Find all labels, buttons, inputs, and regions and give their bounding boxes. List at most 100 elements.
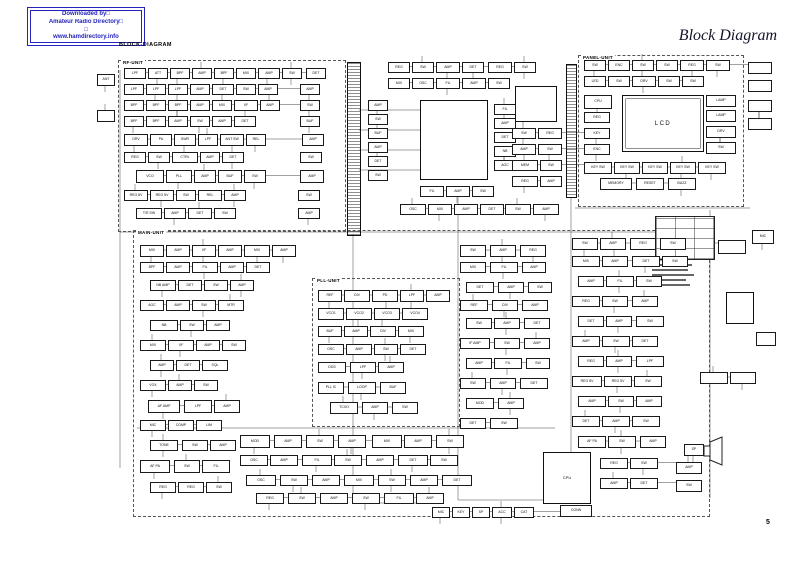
block-buf: BUF — [368, 128, 388, 139]
block-mix: MIX — [140, 340, 166, 351]
block-buf: BUF — [218, 170, 242, 183]
block-sw: SW — [608, 396, 634, 407]
block-fil: FIL — [420, 186, 444, 197]
block-sw: SW — [180, 320, 204, 331]
block-amp: AMP — [196, 340, 220, 351]
block-lim: LIM — [196, 420, 222, 431]
block-amp: AMP — [270, 455, 298, 466]
block-sw: SW — [706, 142, 736, 154]
block-sw: SW — [682, 76, 704, 87]
block-amp: AMP — [602, 256, 628, 267]
block-mix: MIX — [388, 78, 410, 89]
block-amp: AMP — [524, 338, 550, 349]
block-sw: SW — [490, 418, 518, 429]
block-vco4: VCO4 — [402, 308, 428, 320]
block-amp: AMP — [636, 396, 662, 407]
block-box — [748, 62, 772, 74]
block-sw: SW — [192, 300, 216, 311]
block-sw: SW — [236, 84, 256, 95]
block-sw: SW — [352, 493, 380, 504]
block-sw: SW — [660, 238, 686, 250]
block-amp: AMP — [338, 435, 366, 448]
block-amp: AMP — [206, 320, 230, 331]
block-lpf: LPF — [636, 356, 664, 367]
note-line — [652, 279, 686, 281]
block-drv: DRV — [706, 126, 736, 138]
watermark-link[interactable]: www.hamdirectory.info — [53, 34, 119, 41]
block-sw: SW — [194, 380, 218, 391]
diagram-label: BLOCK-DIAGRAM — [119, 42, 172, 48]
block-reg: REG — [680, 60, 704, 71]
block-enc: ENC — [608, 60, 630, 71]
block-big — [515, 86, 557, 122]
block-af-pa: AF PA — [578, 436, 606, 448]
block-amp: AMP — [298, 208, 320, 219]
block-amp: AMP — [258, 68, 280, 79]
block-amp: AMP — [230, 280, 254, 291]
block-mod: MOD — [466, 398, 494, 409]
block-att: ATT — [148, 68, 168, 79]
block-bpf: BPF — [146, 100, 166, 111]
block-led: LED — [584, 76, 606, 87]
block-sw: SW — [505, 204, 531, 215]
block-amp: AMP — [320, 493, 348, 504]
block-sw: SW — [280, 475, 308, 486]
block-det: DET — [630, 478, 658, 489]
block-amp: AMP — [166, 300, 190, 311]
block-amp: AMP — [362, 402, 388, 414]
block-sw: SW — [148, 152, 170, 163]
block-reg: REG — [538, 128, 562, 139]
block-lcd: LCD — [622, 95, 704, 152]
block-reg: REG — [584, 112, 610, 123]
block-reg: REG — [512, 176, 538, 187]
block-det: DET — [306, 68, 326, 79]
block-div: DIV — [492, 300, 518, 311]
block-key-sw: KEY SW — [642, 162, 668, 174]
unit-panel-unit: PANEL-UNIT — [578, 55, 744, 207]
block-key-sw: KEY SW — [670, 162, 696, 174]
block-reg-8v: REG 8V — [124, 190, 148, 201]
block-amp: AMP — [302, 134, 324, 146]
block-box — [718, 240, 746, 254]
block-det: DET — [400, 344, 426, 355]
block-amp: AMP — [300, 170, 324, 183]
block-sw: SW — [572, 238, 598, 250]
block-amp: AMP — [272, 245, 296, 257]
block-amp: AMP — [676, 462, 702, 474]
block-box — [700, 372, 728, 384]
block-bpf: BPF — [146, 116, 166, 127]
block-amp: AMP — [600, 478, 628, 489]
block-fil: FIL — [490, 262, 518, 273]
block-amp: AMP — [578, 396, 606, 407]
block-sw: SW — [676, 480, 702, 492]
block-sw: SW — [472, 186, 494, 197]
block-sw: SW — [392, 402, 418, 414]
block-amp: AMP — [416, 493, 444, 504]
block-sw: SW — [584, 60, 606, 71]
watermark-line-1: Downloaded by□ — [62, 11, 110, 17]
block-mix: MIX — [398, 326, 424, 337]
block-sw: SW — [630, 458, 658, 469]
block-t-r-sw: T/R SW — [136, 208, 162, 219]
block-box — [748, 100, 772, 112]
block-amp: AMP — [368, 142, 388, 153]
block-vox: VOX — [140, 380, 166, 391]
block-amp: AMP — [632, 296, 658, 307]
block-cat: CAT — [514, 507, 534, 518]
block-nb-amp: NB AMP — [150, 280, 176, 291]
block-amp: AMP — [366, 455, 394, 466]
block-mix: MIX — [344, 475, 374, 486]
block-swr: SWR — [174, 134, 196, 146]
block-bpf: BPF — [214, 68, 234, 79]
block-det: DET — [480, 204, 504, 215]
block-det: DET — [368, 156, 388, 167]
connector-strip — [566, 64, 577, 198]
block-sw: SW — [706, 60, 730, 71]
block-sw: SW — [602, 336, 630, 347]
block-sw: SW — [658, 76, 680, 87]
block-div: DIV — [370, 326, 396, 337]
block-lpf: LPF — [350, 362, 376, 373]
block-buzz: BUZZ — [668, 178, 696, 190]
page-title: Block Diagram — [678, 27, 777, 44]
